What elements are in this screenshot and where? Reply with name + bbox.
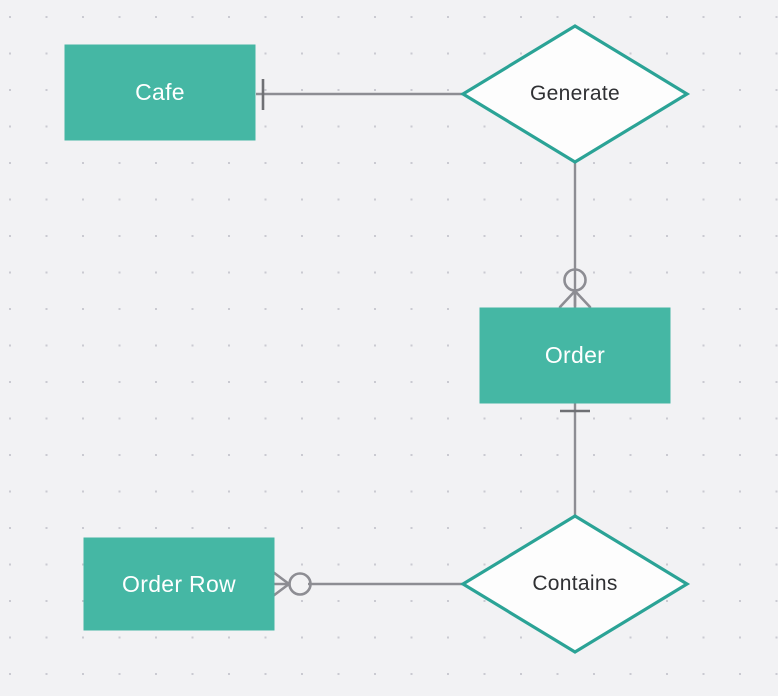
connector-orderrow-contains[interactable] [271, 570, 463, 598]
connector-order-contains[interactable] [560, 403, 590, 518]
entity-cafe-shape[interactable] [64, 44, 256, 141]
entity-order-row-shape[interactable] [83, 537, 275, 631]
cardinality-crows-foot [558, 289, 592, 309]
connector-cafe-generate[interactable] [256, 79, 463, 110]
relationship-contains-shape[interactable] [459, 514, 691, 654]
relationship-generate-shape[interactable] [459, 24, 691, 164]
cardinality-crows-foot [271, 570, 291, 598]
cardinality-zero-circle [288, 572, 312, 596]
connector-generate-order[interactable] [558, 160, 592, 309]
entity-order-shape[interactable] [479, 307, 671, 404]
